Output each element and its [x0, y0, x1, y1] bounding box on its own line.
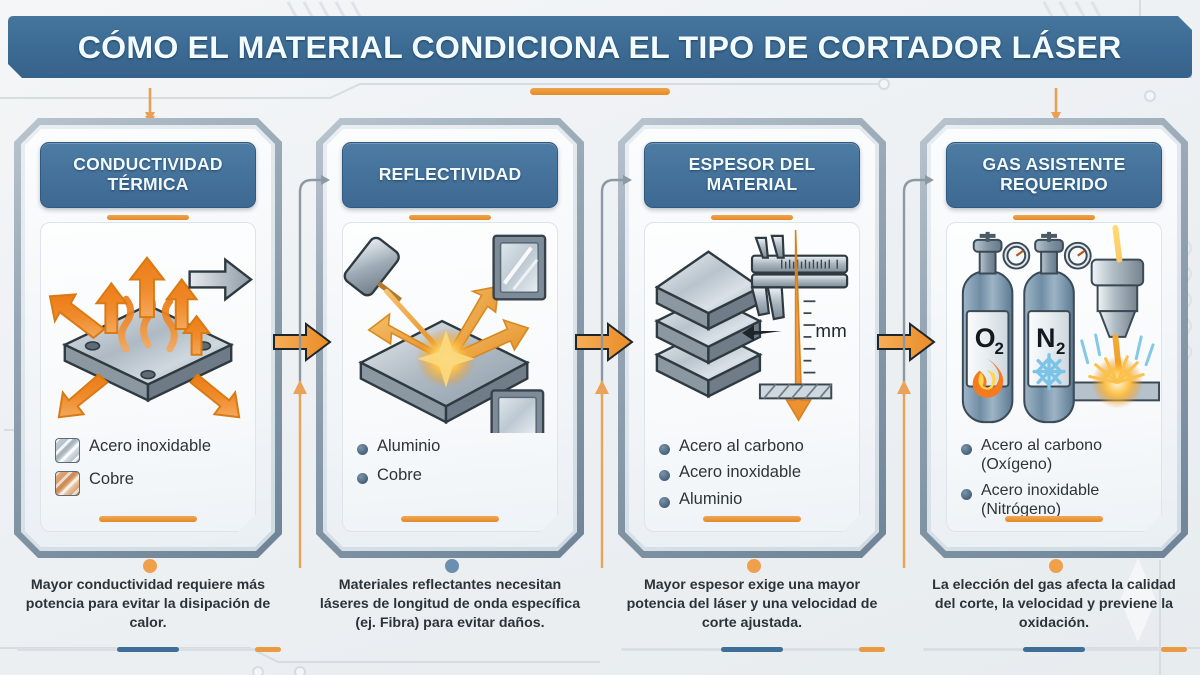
card-body-conductividad: Acero inoxidable Cobre: [40, 222, 256, 532]
legend-label: Acero inoxidable: [89, 437, 211, 455]
caption-gas: La elección del gas afecta la calidad de…: [932, 577, 1176, 631]
page-title: CÓMO EL MATERIAL CONDICIONA EL TIPO DE C…: [78, 28, 1122, 65]
legend-label: Acero al carbono (Oxígeno): [981, 437, 1102, 473]
card-body-gas: O 2: [946, 222, 1162, 532]
flow-arrow-1-to-2: [273, 322, 332, 362]
body-accent-bar: [1005, 516, 1103, 522]
card-header-reflectividad: REFLECTIVIDAD: [342, 142, 558, 208]
caption-rule-1: [17, 647, 281, 652]
feedback-arrow-gray-1: [298, 175, 330, 396]
cylinder-label-o2: O: [975, 323, 996, 353]
list-item: Aluminio: [659, 490, 849, 509]
bullet-dot-icon: [357, 473, 368, 484]
header-accent-bar: [409, 215, 491, 220]
gas-cylinders-icon: O 2: [947, 225, 1161, 433]
card-title: GAS ASISTENTE REQUERIDO: [982, 154, 1126, 194]
flow-arrow-3-to-4: [877, 322, 936, 362]
list-item: Cobre: [55, 470, 245, 496]
legend-list-espesor: Acero al carbono Acero inoxidable Alumin…: [659, 437, 849, 516]
caption-conductividad: Mayor conductividad requiere más potenci…: [25, 577, 271, 631]
body-accent-bar: [703, 516, 801, 522]
legend-label: Acero inoxidable (Nitrógeno): [981, 481, 1100, 518]
legend-label: Acero inoxidable: [679, 463, 801, 482]
caption-reflectividad: Materiales reflectantes necesitan lásere…: [319, 577, 581, 631]
caption-connector-2: [445, 559, 459, 573]
laser-reflection-icon: [343, 225, 557, 433]
feedback-arrow-gray-3: [902, 175, 934, 396]
return-arrow-orange-1: [293, 380, 307, 568]
caption-rule-3: [621, 647, 885, 652]
caption-rule-4: [923, 647, 1187, 652]
caliper-stack-icon: mm: [645, 225, 859, 433]
list-item: Cobre: [357, 466, 547, 485]
card-body-espesor: mm Acero al carbono Acero inoxidable: [644, 222, 860, 532]
caption-connector-1: [143, 559, 157, 573]
legend-label: Aluminio: [377, 437, 441, 455]
card-conductividad-termica[interactable]: CONDUCTIVIDAD TÉRMICA: [14, 118, 282, 558]
bullet-dot-icon: [961, 489, 972, 500]
card-espesor-del-material[interactable]: ESPESOR DEL MATERIAL: [618, 118, 886, 558]
caption-connector-3: [747, 559, 761, 573]
feedback-arrow-gray-2: [600, 175, 632, 396]
svg-text:2: 2: [995, 339, 1004, 358]
swatch-steel-icon: [55, 438, 80, 463]
list-item: Acero inoxidable: [659, 463, 849, 482]
cylinder-label-n2: N: [1036, 323, 1055, 353]
legend-label: Cobre: [89, 470, 134, 488]
page-title-bar: CÓMO EL MATERIAL CONDICIONA EL TIPO DE C…: [8, 16, 1192, 78]
body-accent-bar: [401, 516, 499, 522]
bullet-dot-icon: [961, 444, 972, 455]
legend-label: Cobre: [377, 466, 422, 485]
card-title: ESPESOR DEL MATERIAL: [688, 154, 816, 194]
heat-plate-icon: [41, 225, 255, 433]
legend-list-conductividad: Acero inoxidable Cobre: [55, 437, 245, 503]
flow-arrow-2-to-3: [575, 322, 634, 362]
card-reflectividad[interactable]: REFLECTIVIDAD: [316, 118, 584, 558]
body-accent-bar: [99, 516, 197, 522]
legend-list-gas: Acero al carbono (Oxígeno) Acero inoxida…: [961, 437, 1151, 527]
card-title: CONDUCTIVIDAD TÉRMICA: [73, 154, 223, 194]
card-gas-asistente-requerido[interactable]: GAS ASISTENTE REQUERIDO: [920, 118, 1188, 558]
card-header-conductividad: CONDUCTIVIDAD TÉRMICA: [40, 142, 256, 208]
card-body-reflectividad: Aluminio Cobre: [342, 222, 558, 532]
header-accent-bar: [711, 215, 793, 220]
list-item: Acero inoxidable: [55, 437, 245, 463]
bullet-dot-icon: [357, 444, 368, 455]
card-header-espesor: ESPESOR DEL MATERIAL: [644, 142, 860, 208]
bullet-dot-icon: [659, 444, 670, 455]
list-item: Aluminio: [357, 437, 547, 456]
svg-text:mm: mm: [815, 320, 846, 341]
svg-text:2: 2: [1056, 339, 1065, 358]
caption-espesor: Mayor espesor exige una mayor potencia d…: [626, 577, 878, 631]
legend-list-reflectividad: Aluminio Cobre: [357, 437, 547, 496]
swatch-copper-icon: [55, 471, 80, 496]
list-item: Acero al carbono: [659, 437, 849, 456]
header-accent-bar: [107, 215, 189, 220]
list-item: Acero inoxidable (Nitrógeno): [961, 482, 1151, 520]
card-title: REFLECTIVIDAD: [378, 164, 522, 185]
header-accent-bar: [1013, 215, 1095, 220]
bullet-dot-icon: [659, 470, 670, 481]
legend-label: Acero al carbono: [679, 437, 804, 455]
list-item: Acero al carbono (Oxígeno): [961, 437, 1151, 475]
caption-connector-4: [1049, 559, 1063, 573]
card-header-gas: GAS ASISTENTE REQUERIDO: [946, 142, 1162, 208]
legend-label: Aluminio: [679, 489, 743, 508]
return-arrow-orange-2: [595, 380, 609, 568]
title-accent-underline: [530, 88, 670, 95]
bullet-dot-icon: [659, 497, 670, 508]
return-arrow-orange-3: [897, 380, 911, 568]
